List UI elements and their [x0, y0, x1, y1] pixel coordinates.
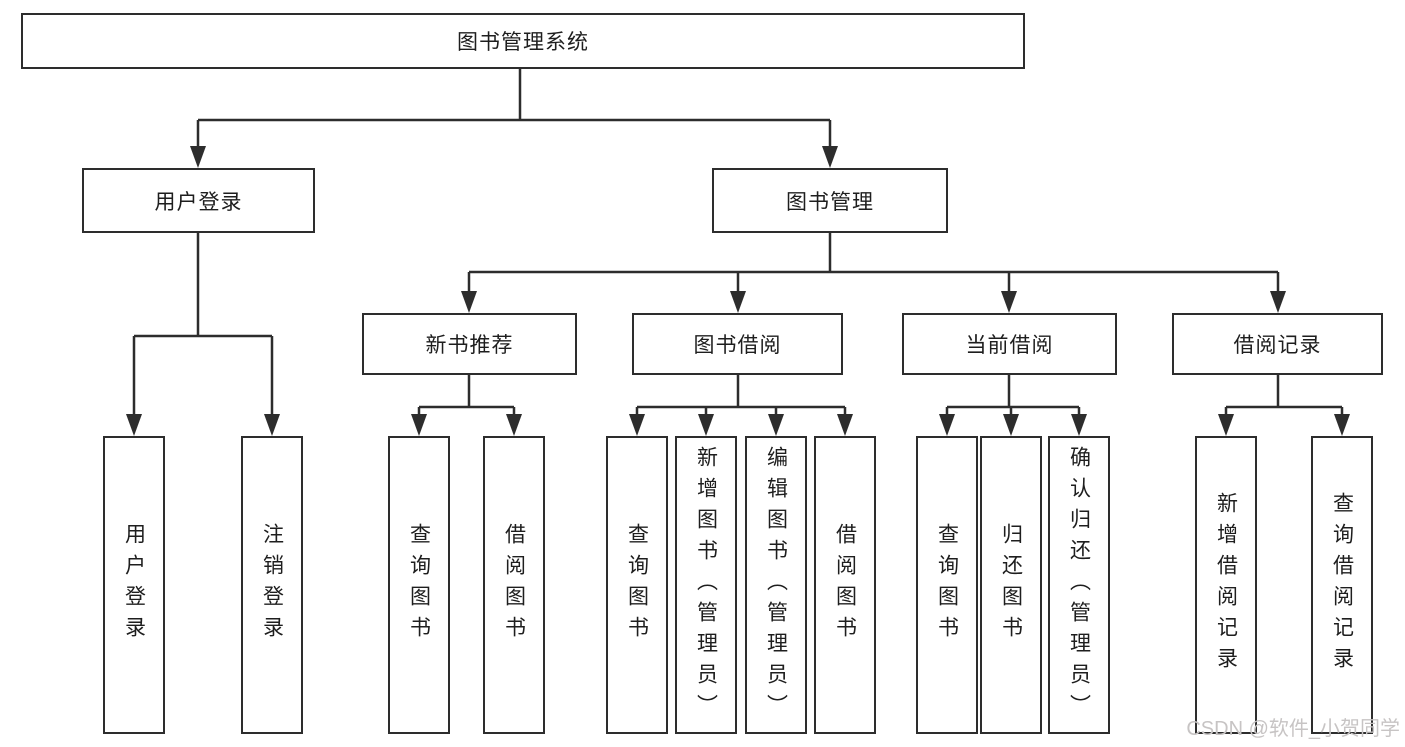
leaf-borrow-books-borrowing: 借阅图书 — [814, 436, 876, 734]
node-label: 当前借阅 — [965, 334, 1054, 357]
leaf-edit-book-admin: 编辑图书（管理员） — [745, 436, 807, 734]
node-label: 用户登录 — [154, 190, 243, 214]
node-book-borrowing: 图书借阅 — [632, 313, 843, 375]
leaf-label: 注销登录 — [260, 523, 284, 647]
arrowheads — [126, 146, 1350, 436]
leaf-label: 借阅图书 — [502, 523, 526, 647]
node-new-book-recommend: 新书推荐 — [362, 313, 577, 375]
node-borrowing-records: 借阅记录 — [1172, 313, 1383, 375]
leaf-confirm-return-admin: 确认归还（管理员） — [1048, 436, 1110, 734]
leaf-query-books-current: 查询图书 — [916, 436, 978, 734]
leaf-user-login: 用户登录 — [103, 436, 165, 734]
leaf-query-books-borrowing: 查询图书 — [606, 436, 668, 734]
node-current-borrowing: 当前借阅 — [902, 313, 1117, 375]
node-label: 图书借阅 — [693, 334, 782, 357]
leaf-label: 新增借阅记录 — [1214, 492, 1238, 678]
leaf-label: 查询图书 — [625, 523, 649, 647]
leaf-label: 新增图书（管理员） — [694, 445, 718, 725]
leaf-label: 查询图书 — [935, 523, 959, 647]
leaf-query-borrow-record: 查询借阅记录 — [1311, 436, 1373, 734]
leaf-label: 查询图书 — [407, 523, 431, 647]
leaf-label: 借阅图书 — [833, 523, 857, 647]
leaf-add-borrow-record: 新增借阅记录 — [1195, 436, 1257, 734]
leaf-label: 用户登录 — [122, 523, 146, 647]
node-user-login: 用户登录 — [82, 168, 315, 233]
node-label: 图书管理 — [786, 190, 874, 214]
leaf-label: 查询借阅记录 — [1330, 492, 1354, 678]
node-root-library-system: 图书管理系统 — [21, 13, 1025, 69]
leaf-borrow-books-recommend: 借阅图书 — [483, 436, 545, 734]
leaf-label: 编辑图书（管理员） — [764, 445, 788, 725]
leaf-add-book-admin: 新增图书（管理员） — [675, 436, 737, 734]
node-label: 图书管理系统 — [457, 31, 589, 54]
leaf-query-books-recommend: 查询图书 — [388, 436, 450, 734]
node-label: 新书推荐 — [425, 334, 514, 357]
leaf-logout: 注销登录 — [241, 436, 303, 734]
node-book-management: 图书管理 — [712, 168, 948, 233]
leaf-label: 归还图书 — [999, 523, 1023, 647]
leaf-label: 确认归还（管理员） — [1067, 445, 1091, 725]
node-label: 借阅记录 — [1233, 334, 1322, 357]
leaf-return-book: 归还图书 — [980, 436, 1042, 734]
csdn-watermark: CSDN @软件_小贺同学 — [1186, 718, 1400, 740]
